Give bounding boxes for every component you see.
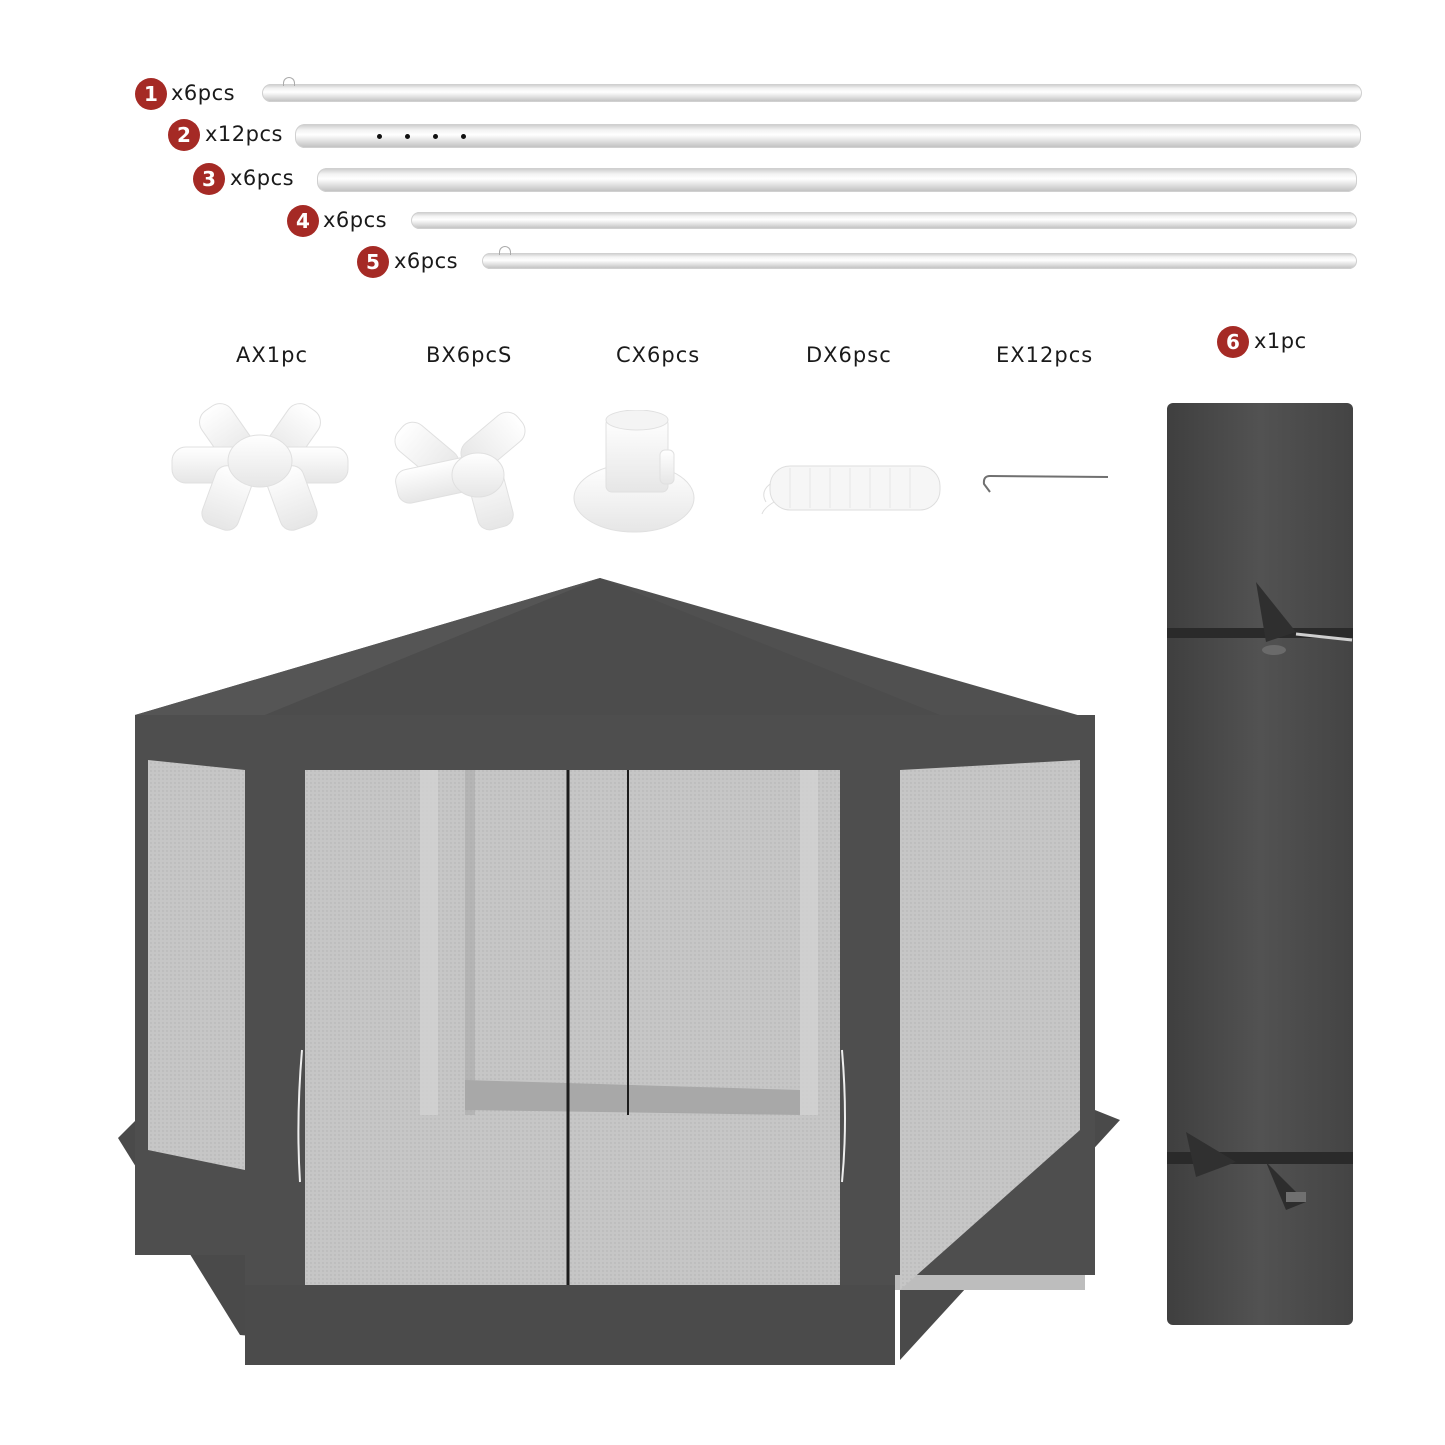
pole-hole-icon [433, 134, 438, 139]
pole-4-quantity: x6pcs [323, 208, 388, 232]
pole-2-image [295, 124, 1361, 148]
pole-1-quantity: x6pcs [171, 81, 236, 105]
accessory-c-label: CX6pcs [616, 343, 701, 367]
pole-4-image [411, 212, 1357, 229]
accessory-b-label: BX6pcS [426, 343, 513, 367]
part-number-badge-1: 1 [135, 78, 167, 110]
hexagonal-gazebo-image [118, 578, 1120, 1365]
accessory-d-label: DX6psc [806, 343, 892, 367]
pole-2-quantity: x12pcs [205, 122, 283, 146]
six-way-connector-icon [171, 403, 349, 531]
spring-pin-icon [283, 77, 295, 86]
bag-quantity: x1pc [1254, 329, 1307, 353]
pole-hole-icon [461, 134, 466, 139]
pole-hole-icon [405, 134, 410, 139]
storage-bag-image [1167, 403, 1353, 1325]
part-number-badge-3: 3 [193, 163, 225, 195]
part-number-badge-2: 2 [168, 119, 200, 151]
ground-stake-icon [982, 474, 1109, 493]
pole-3-quantity: x6pcs [230, 166, 295, 190]
pole-5-image [482, 253, 1357, 269]
foot-base-icon [573, 410, 695, 533]
part-number-badge-6: 6 [1217, 326, 1249, 358]
rope-coil-icon [761, 465, 941, 515]
pole-3-image [317, 168, 1357, 192]
accessory-a-label: AX1pc [236, 343, 308, 367]
pole-1-image [262, 84, 1362, 102]
part-number-badge-5: 5 [357, 246, 389, 278]
spring-pin-icon [499, 246, 511, 255]
three-way-connector-icon [394, 411, 526, 531]
pole-hole-icon [377, 134, 382, 139]
part-number-badge-4: 4 [287, 205, 319, 237]
accessory-e-label: EX12pcs [996, 343, 1094, 367]
pole-5-quantity: x6pcs [394, 249, 459, 273]
